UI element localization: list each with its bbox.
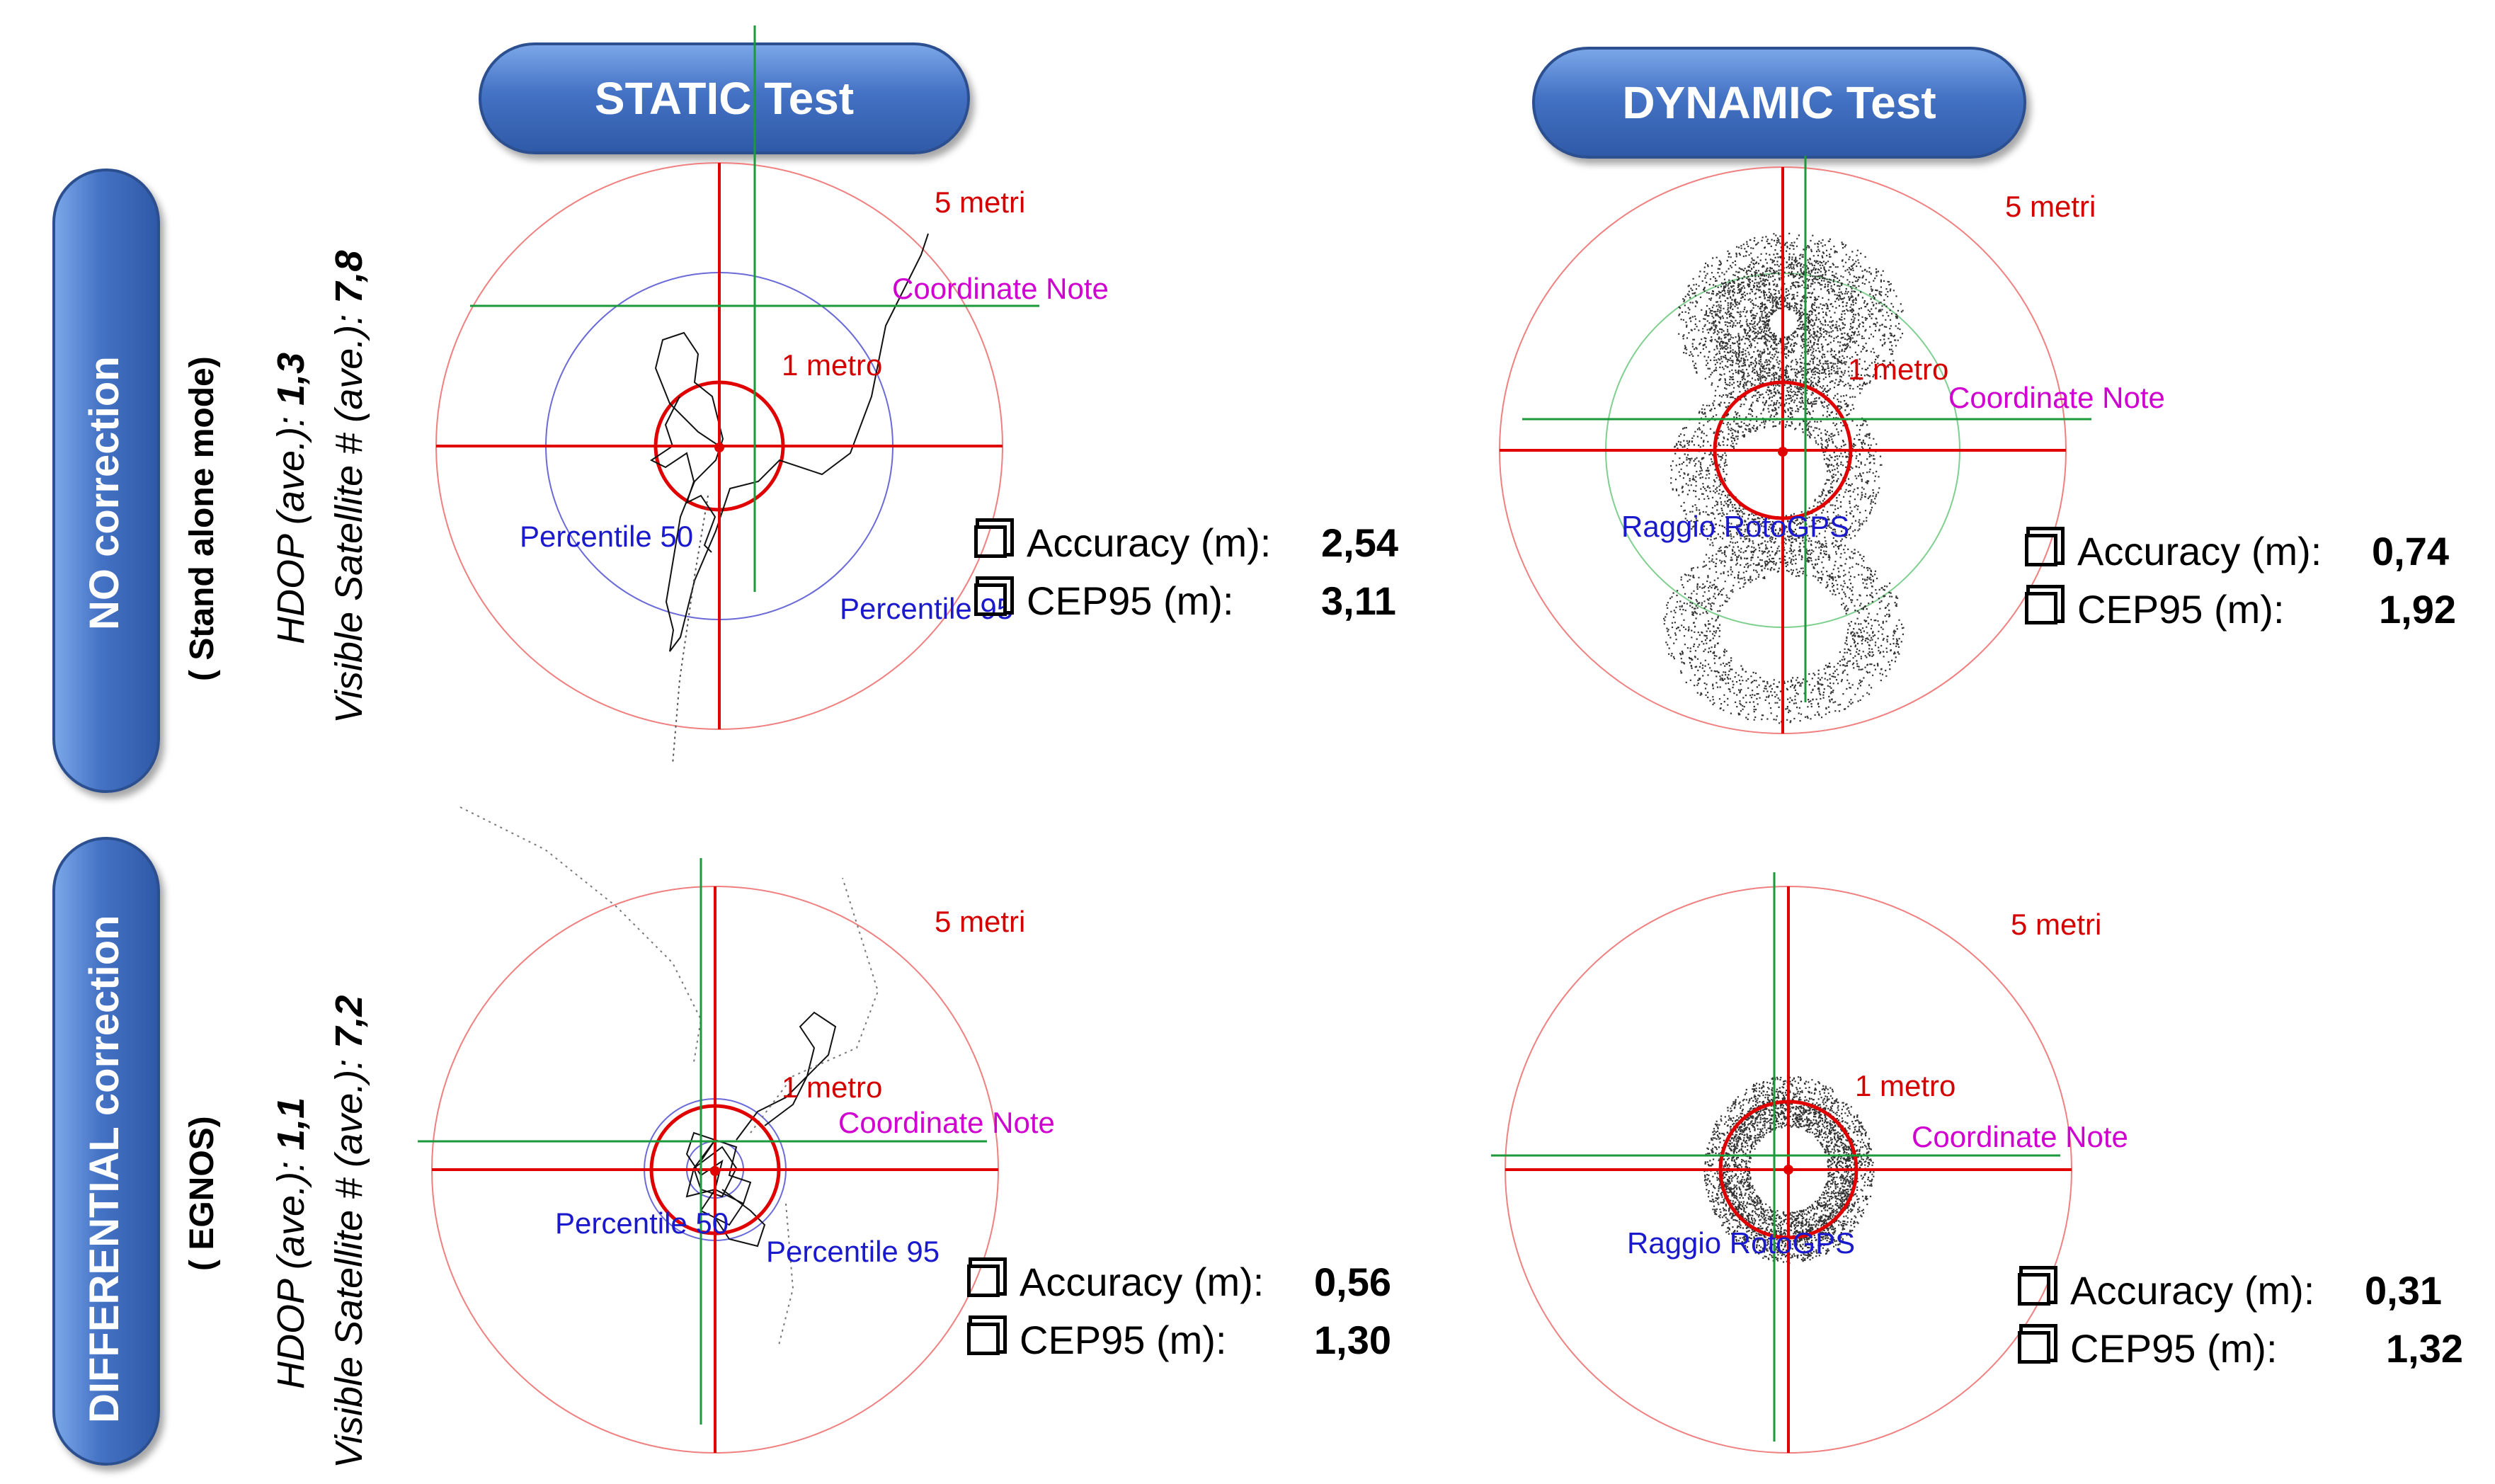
label-raggio-rotogps: Raggio RotoGPS: [1621, 510, 1849, 543]
label-1-metro: 1 metro: [782, 348, 882, 382]
label-percentile-95: Percentile 95: [766, 1235, 940, 1268]
label-coordinate-note: Coordinate Note: [892, 272, 1109, 305]
track-static-no: [650, 233, 929, 652]
checkbox-icon: [967, 1323, 1000, 1355]
accuracy-label: Accuracy (m):: [1027, 520, 1272, 565]
checkbox-icon: [2025, 592, 2057, 624]
label-coordinate-note: Coordinate Note: [1912, 1120, 2128, 1153]
accuracy-value: 0,31: [2365, 1268, 2442, 1313]
plot-static-no-correction: 5 metri 1 metro Coordinate Note Percenti…: [435, 25, 1109, 765]
metric-static-no-accuracy: Accuracy (m): 2,54: [974, 520, 1398, 566]
accuracy-label: Accuracy (m):: [2070, 1268, 2315, 1313]
metric-dynamic-egnos-accuracy: Accuracy (m): 0,31: [2018, 1267, 2442, 1313]
label-5-metri: 5 metri: [935, 905, 1025, 938]
inner-circle-1m: [649, 1104, 781, 1235]
cep-value: 1,92: [2379, 587, 2456, 632]
accuracy-value: 2,54: [1321, 520, 1398, 565]
cloud-points: [1663, 232, 1905, 724]
checkbox-icon: [2018, 1331, 2050, 1364]
metric-static-egnos-accuracy: Accuracy (m): 0,56: [967, 1259, 1391, 1305]
plot-static-egnos: 5 metri 1 metro Coordinate Note Percenti…: [418, 806, 1055, 1454]
tail-static-no: [672, 495, 709, 765]
accuracy-value: 0,74: [2372, 529, 2449, 573]
checkbox-icon: [967, 1265, 1000, 1297]
label-percentile-50: Percentile 50: [555, 1206, 729, 1240]
label-5-metri: 5 metri: [2005, 190, 2096, 223]
label-1-metro: 1 metro: [782, 1071, 882, 1104]
point-cloud-dynamic-no: [1663, 232, 1905, 724]
cep-value: 1,32: [2386, 1326, 2463, 1371]
label-coordinate-note: Coordinate Note: [838, 1106, 1055, 1139]
label-5-metri: 5 metri: [2011, 908, 2101, 941]
cep-label: CEP95 (m):: [2077, 587, 2285, 632]
accuracy-label: Accuracy (m):: [2077, 529, 2322, 573]
dynamic-test-header: DYNAMIC Test: [1532, 47, 2026, 159]
tail-static-egnos: [459, 806, 879, 1346]
static-test-label: STATIC Test: [594, 73, 855, 124]
checkbox-icon: [974, 525, 1007, 558]
checkbox-icon: [2025, 534, 2057, 566]
checkbox-icon: [974, 583, 1007, 616]
label-percentile-95: Percentile 95: [840, 592, 1013, 625]
plot-dynamic-no-correction: 5 metri 1 metro Coordinate Note Raggio R…: [1499, 156, 2165, 734]
metric-dynamic-no-cep: CEP95 (m): 1,92: [2025, 586, 2456, 632]
metric-static-egnos-cep: CEP95 (m): 1,30: [967, 1317, 1391, 1363]
label-1-metro: 1 metro: [1848, 353, 1948, 386]
metric-dynamic-no-accuracy: Accuracy (m): 0,74: [2025, 528, 2449, 574]
cep-label: CEP95 (m):: [2070, 1326, 2278, 1371]
no-correction-pill: [52, 169, 160, 793]
cep-value: 3,11: [1321, 578, 1396, 623]
label-coordinate-note: Coordinate Note: [1948, 381, 2165, 414]
label-5-metri: 5 metri: [935, 186, 1025, 219]
label-percentile-50: Percentile 50: [520, 520, 693, 553]
static-test-header: STATIC Test: [479, 42, 970, 154]
metric-dynamic-egnos-cep: CEP95 (m): 1,32: [2018, 1325, 2463, 1371]
center-dot: [714, 443, 724, 452]
differential-correction-pill: [52, 837, 160, 1466]
checkbox-icon: [2018, 1273, 2050, 1306]
dynamic-test-label: DYNAMIC Test: [1622, 77, 1936, 128]
label-raggio-rotogps: Raggio RotoGPS: [1627, 1226, 1855, 1260]
cep-value: 1,30: [1314, 1318, 1391, 1362]
plot-dynamic-egnos: 5 metri 1 metro Coordinate Note Raggio R…: [1491, 872, 2128, 1454]
metric-static-no-cep: CEP95 (m): 3,11: [974, 578, 1396, 624]
cep-label: CEP95 (m):: [1027, 578, 1234, 623]
accuracy-value: 0,56: [1314, 1260, 1391, 1304]
cep-label: CEP95 (m):: [1020, 1318, 1227, 1362]
center-dot: [710, 1166, 720, 1176]
accuracy-label: Accuracy (m):: [1020, 1260, 1264, 1304]
center-dot: [1783, 1165, 1793, 1175]
center-dot: [1778, 447, 1788, 457]
label-1-metro: 1 metro: [1855, 1069, 1956, 1102]
